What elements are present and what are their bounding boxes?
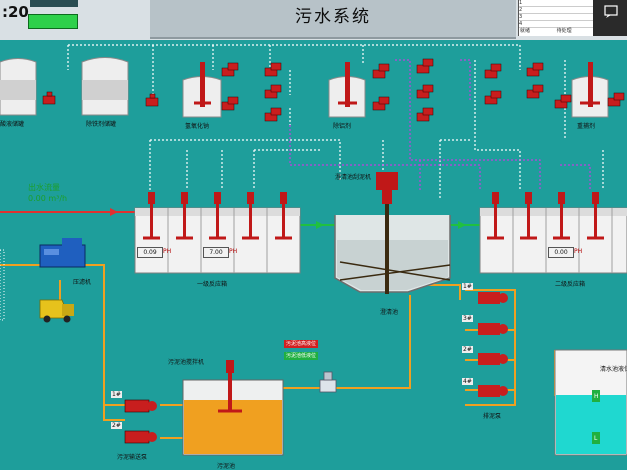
pump-number: 1# bbox=[462, 283, 473, 290]
tank-label-iron-remover: 除铁剂储罐 bbox=[86, 121, 117, 128]
storage-tank-5[interactable] bbox=[571, 62, 609, 118]
alarm-row[interactable]: 3 bbox=[519, 14, 594, 21]
clear-water-low: L bbox=[594, 435, 598, 442]
clear-water-tank[interactable] bbox=[554, 349, 627, 456]
alarm-row[interactable]: 4 bbox=[519, 21, 594, 28]
ph-unit: PH bbox=[163, 248, 172, 255]
storage-tank-4[interactable] bbox=[328, 62, 366, 118]
status-indicator bbox=[30, 0, 78, 7]
pump-number: 3# bbox=[462, 315, 473, 322]
clock: :20 bbox=[2, 3, 29, 21]
discharge-pump-label: 排泥泵 bbox=[483, 413, 502, 420]
sludge-transfer-pumps[interactable] bbox=[124, 399, 157, 444]
dump-truck-icon bbox=[39, 299, 74, 323]
inlet-flow-value: 0.00 m³/h bbox=[28, 194, 68, 203]
ph-readout-1b: 7.00 bbox=[203, 247, 229, 258]
run-button[interactable] bbox=[28, 14, 78, 29]
alarm-footer: 就绪 待处理 bbox=[520, 27, 572, 34]
discharge-pumps[interactable] bbox=[478, 292, 508, 397]
logout-icon bbox=[604, 5, 618, 18]
storage-tank-1[interactable] bbox=[0, 58, 37, 116]
pump-number: 1# bbox=[111, 391, 122, 398]
clarifier-label: 澄清池 bbox=[380, 309, 399, 316]
secondary-reactor[interactable] bbox=[479, 192, 627, 274]
sludge-level-fill bbox=[184, 400, 282, 454]
flow-valve[interactable] bbox=[319, 371, 337, 393]
tank-label-naoh: 氢氧化钠 bbox=[185, 123, 210, 130]
alarm-list[interactable]: 1 2 3 4 bbox=[518, 0, 594, 36]
alarm-row[interactable]: 1 bbox=[519, 0, 594, 7]
ph-readout-2: 0.00 bbox=[548, 247, 574, 258]
alarm-footer-right: 待处理 bbox=[556, 28, 572, 34]
sludge-mixer-label: 污泥池搅拌机 bbox=[168, 359, 205, 366]
alarm-row[interactable]: 2 bbox=[519, 7, 594, 14]
flow-arrow-icon bbox=[110, 208, 118, 216]
page-title: 污水系统 bbox=[150, 0, 516, 39]
pump-number: 4# bbox=[462, 378, 473, 385]
ph-readout-1a: 0.09 bbox=[137, 247, 163, 258]
clarifier-tank[interactable] bbox=[334, 172, 451, 294]
flow-arrow-icon bbox=[458, 221, 466, 229]
storage-tank-3[interactable] bbox=[182, 62, 222, 118]
clear-water-high: H bbox=[594, 393, 599, 400]
alarm-footer-left: 就绪 bbox=[520, 28, 531, 34]
ph-unit: PH bbox=[229, 248, 238, 255]
high-level-indicator: 污泥池高液位 bbox=[284, 340, 319, 348]
signal-lines-white bbox=[67, 44, 604, 200]
sludge-tank[interactable] bbox=[182, 360, 284, 456]
storage-tank-2[interactable] bbox=[81, 57, 129, 116]
low-level-indicator: 污泥池低液位 bbox=[284, 352, 319, 360]
sludge-pump-label: 污泥输送泵 bbox=[117, 454, 148, 461]
tank-label-heavy-metal: 重捕剂 bbox=[577, 123, 596, 130]
flow-arrow-icon bbox=[316, 221, 324, 229]
signal-lines-purple bbox=[289, 59, 591, 190]
clarifier-mixer-label: 澄清池刮泥机 bbox=[335, 174, 372, 181]
inlet-flow-label: 出水流量 bbox=[28, 183, 60, 192]
reactor2-label: 二级反应箱 bbox=[555, 281, 586, 288]
filter-press[interactable] bbox=[39, 238, 86, 268]
ph-unit: PH bbox=[574, 248, 583, 255]
logout-button[interactable] bbox=[593, 0, 627, 36]
tank-label-al-remover: 除铝剂 bbox=[333, 123, 352, 130]
primary-reactor[interactable] bbox=[134, 192, 301, 274]
clear-water-label: 清水池液位 bbox=[600, 366, 627, 373]
sludge-tank-label: 污泥池 bbox=[217, 463, 236, 470]
tank-label-acid: 酸液储罐 bbox=[0, 121, 25, 128]
filter-press-label: 压滤机 bbox=[73, 279, 92, 286]
reactor1-label: 一级反应箱 bbox=[197, 281, 228, 288]
pump-number: 2# bbox=[111, 422, 122, 429]
pump-number: 2# bbox=[462, 346, 473, 353]
dosing-pumps bbox=[42, 58, 625, 122]
